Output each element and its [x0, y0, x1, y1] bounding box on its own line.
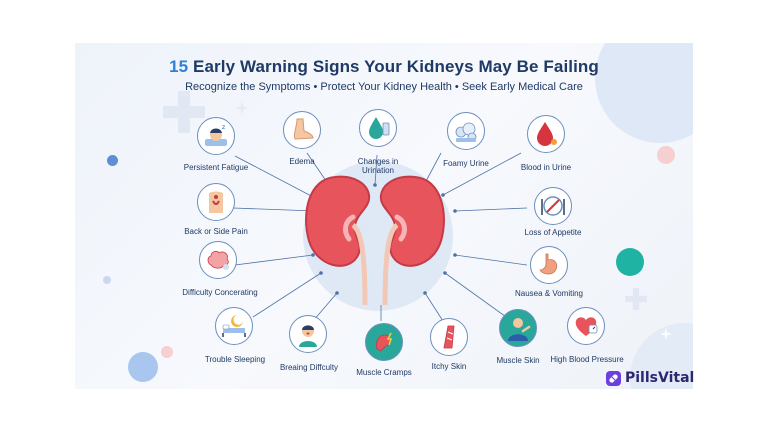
- plus-decor-icon: [625, 288, 647, 310]
- symptom-label: Trouble Sleeping: [204, 355, 266, 364]
- foam-bubbles-icon: [455, 122, 477, 142]
- symptom-foamy-urine: [447, 112, 485, 150]
- symptom-label: Nausea & Vomiting: [514, 289, 584, 298]
- symptom-trouble-sleeping: [215, 307, 253, 345]
- symptom-muscle-skin: [499, 309, 537, 347]
- symptom-back-or-side-pain: [197, 183, 235, 221]
- symptom-loss-of-appetite: [534, 187, 572, 225]
- breathing-person-icon: [299, 325, 317, 347]
- symptom-label: High Blood Pressure: [550, 355, 624, 364]
- symptom-persistent-fatigue: z: [197, 117, 235, 155]
- plate-icon: [541, 196, 565, 216]
- plus-decor-icon: [163, 91, 205, 133]
- sparkle-decor-icon: [235, 101, 249, 115]
- stomach-icon: [539, 253, 558, 275]
- symptom-high-blood-pressure: [567, 307, 605, 345]
- back-pain-icon: [209, 191, 223, 213]
- page-subtitle: Recognize the Symptoms • Protect Your Ki…: [185, 81, 583, 93]
- left-kidney: [305, 175, 371, 306]
- symptom-label: Muscle Skin: [496, 356, 540, 365]
- blood-pressure-icon: [575, 317, 598, 336]
- decor-circle-right-pink: [657, 146, 675, 164]
- brand-name: PillsVital: [625, 370, 695, 386]
- decor-circle-bottom-left-pink: [161, 346, 173, 358]
- decor-circle-right-teal: [616, 248, 644, 276]
- swollen-foot-icon: [293, 118, 314, 140]
- symptom-difficulty-concentrating: [199, 241, 237, 279]
- symptom-blood-in-urine: [527, 115, 565, 153]
- decor-circle-left-blue: [107, 155, 118, 166]
- title-number: 15: [169, 57, 189, 76]
- title-text: Early Warning Signs Your Kidneys May Be …: [193, 57, 599, 76]
- symptom-label: Blood in Urine: [520, 163, 572, 172]
- symptom-label: Loss of Appetite: [524, 228, 582, 237]
- itchy-skin-icon: [443, 325, 455, 349]
- sparkle-decor-icon: [660, 328, 672, 340]
- symptom-edema: [283, 111, 321, 149]
- sleeping-person-icon: z: [205, 124, 227, 146]
- symptom-muscle-cramps: [365, 323, 403, 361]
- symptom-label: Back or Side Pain: [184, 227, 248, 236]
- muscle-cramp-icon: [376, 332, 393, 352]
- pill-logo-icon: [606, 370, 621, 386]
- decor-circle-left-small: [103, 276, 111, 284]
- symptom-label: Foamy Urine: [443, 159, 489, 168]
- brain-icon: [207, 250, 229, 270]
- symptom-label: Edema: [289, 157, 315, 166]
- kidneys-illustration: [305, 175, 445, 306]
- symptom-label: Itchy Skin: [431, 362, 467, 371]
- symptom-nausea-vomiting: [530, 246, 568, 284]
- symptom-label: Difficulty Concerating: [182, 288, 258, 297]
- infographic-canvas: 15 Early Warning Signs Your Kidneys May …: [75, 43, 693, 389]
- right-kidney: [379, 175, 445, 306]
- connector-lines: [232, 152, 528, 322]
- symptom-label: Persistent Fatigue: [183, 163, 249, 172]
- symptom-label: Breaing Diffculty: [279, 363, 339, 372]
- symptom-label: Muscle Cramps: [356, 368, 412, 377]
- urine-drop-icon: [369, 117, 390, 139]
- symptom-label: Changes in Urination: [357, 157, 399, 175]
- page-title: 15 Early Warning Signs Your Kidneys May …: [75, 57, 693, 77]
- symptom-changes-in-urination: [359, 109, 397, 147]
- blood-drop-icon: [537, 122, 557, 146]
- symptom-breathing-difficulty: [289, 315, 327, 353]
- bed-moon-icon: [222, 315, 246, 337]
- decor-circle-bottom-left: [128, 352, 158, 382]
- symptom-itchy-skin: [430, 318, 468, 356]
- svg-text:z: z: [222, 124, 225, 131]
- person-skin-icon: [508, 318, 531, 341]
- brand-logo: PillsVital: [606, 370, 694, 386]
